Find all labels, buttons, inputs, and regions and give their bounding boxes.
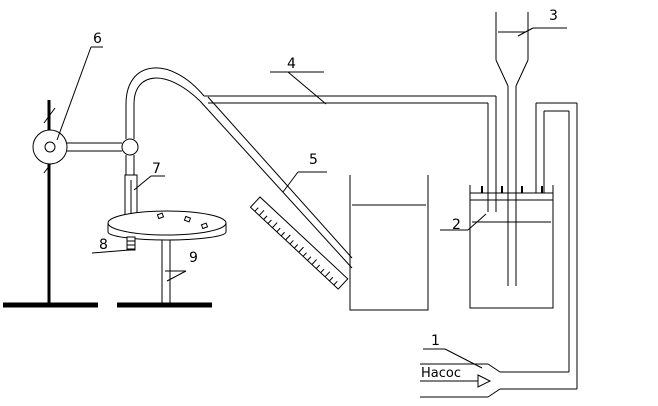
label-6: 6	[93, 31, 102, 47]
scale-5	[249, 196, 349, 290]
label-5: 5	[309, 152, 318, 168]
funnel-3	[495, 12, 529, 286]
rubber-hose	[125, 67, 205, 123]
label-9: 9	[189, 250, 198, 266]
label-8: 8	[99, 237, 108, 253]
label-1: 1	[431, 333, 440, 349]
pump-arrow-head	[477, 374, 492, 388]
screw-8	[126, 236, 136, 251]
labels: 1 2 3 4 5 6 7 8 9 Насос	[93, 8, 558, 381]
tube-4	[204, 95, 497, 212]
label-2: 2	[452, 217, 461, 233]
label-3: 3	[549, 8, 558, 24]
pump-label: Насос	[421, 366, 461, 381]
pump-line-1	[420, 102, 578, 398]
leader-lines	[56, 27, 567, 369]
tube-holder-ring	[121, 138, 139, 156]
clamp-6-center	[44, 141, 56, 153]
left-stand	[3, 100, 139, 308]
left-stand-top-mark	[43, 107, 56, 124]
table-top	[107, 210, 227, 236]
vessel-2	[469, 185, 554, 309]
inclined-tube	[199, 96, 353, 269]
label-4: 4	[287, 56, 296, 72]
beaker	[349, 175, 429, 311]
table-9	[107, 210, 227, 308]
label-7: 7	[152, 161, 161, 177]
